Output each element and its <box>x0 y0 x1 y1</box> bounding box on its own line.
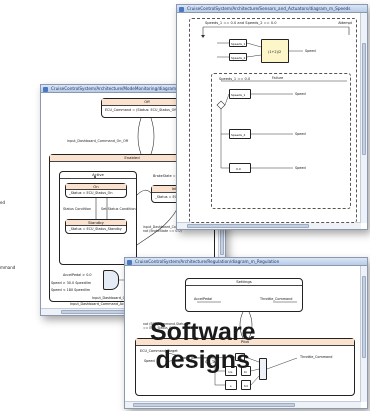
top-transition-label: Speeds_1 == 0.0 and Speeds_2 == 0.0 <box>205 21 277 25</box>
average-block-label: (1+2)/2 <box>268 50 282 54</box>
window-title: CruiseControlSystem/Architecture/Regulat… <box>135 259 280 264</box>
row-output: Speed <box>295 166 306 170</box>
row-output: Speed <box>295 92 306 96</box>
accel-input-label: AccelPedal <box>194 297 213 301</box>
window-titlebar[interactable]: CruiseControlSystem/Architecture/Sensors… <box>177 5 367 13</box>
speeds-sum-block-b: Speeds_2 <box>229 53 247 61</box>
brake-condition-label: BrakeState == 0.0 <box>153 174 185 178</box>
on-state[interactable]: On _Status = ECU_Status_On <box>65 183 127 198</box>
kp-gain-block: Kp <box>235 353 245 361</box>
speeds-sum-block-a: Speeds_1 <box>229 39 247 47</box>
caption-line-2: designs <box>155 346 250 374</box>
standby-state-header: Standby <box>66 220 126 226</box>
standby-state-body: _Status = ECU_Status_Standby <box>69 227 122 231</box>
failure-label: Failure <box>272 76 284 80</box>
attempt-label: Attempt <box>338 21 352 25</box>
window-app-icon <box>127 259 132 265</box>
throttle-command-label: Throttle_Command <box>300 355 333 359</box>
set-status-condition-label: Set Status Condition <box>101 207 136 211</box>
pilot-state-header: Pilot <box>136 339 354 346</box>
status-transition-label: not (ECU_Command.Status == ECU_Status_On… <box>143 322 187 330</box>
derivative-block: s <box>225 380 237 390</box>
on-state-body: _Status = ECU_Status_On <box>69 191 113 195</box>
block-label: Speeds_1 <box>231 42 246 46</box>
speeds-window[interactable]: CruiseControlSystem/Architecture/Sensors… <box>176 4 368 230</box>
signal-list-item: Input_Dashboard_Command_Accel <box>70 302 129 306</box>
active-state-header: Active <box>60 172 136 179</box>
kd-gain-block: Kd <box>241 380 251 390</box>
horizontal-scrollbar[interactable] <box>125 401 361 408</box>
gain-label: Kp <box>238 356 242 360</box>
scrollbar-thumb[interactable] <box>362 43 366 155</box>
status-condition-label: Status Condition <box>63 207 92 211</box>
window-titlebar[interactable]: CruiseControlSystem/Architecture/ModeMon… <box>41 85 225 93</box>
row-label: Speeds_2 <box>231 133 246 137</box>
ecu-target-label: ECU_Command.Target <box>140 349 178 353</box>
failure-row-3: 0.0 <box>229 163 251 173</box>
failure-transition-label: Speeds_1 == 0.0 <box>219 77 251 81</box>
signal-list-item: Input_Dashboard_Command_Sp <box>92 296 146 300</box>
integrator-label: 1/s <box>228 370 233 374</box>
window-app-icon <box>43 86 48 92</box>
window-app-icon <box>179 6 184 12</box>
enabled-state-header: Enabled <box>50 155 214 162</box>
settings-state-header: Settings <box>186 279 302 286</box>
regulation-window[interactable]: CruiseControlSystem/Architecture/Regulat… <box>124 257 368 409</box>
gain-label: Kd <box>244 384 248 388</box>
speed-condition-2: Speed < 180 Speedlim <box>51 288 90 292</box>
failure-row-2: Speeds_2 <box>229 129 251 139</box>
accel-condition: AccelPedal > 0.0 <box>63 273 92 277</box>
scrollbar-thumb[interactable] <box>187 224 309 228</box>
regulation-diagram-lines <box>164 301 298 386</box>
derivative-label: s <box>230 384 232 388</box>
speed-output-label: Speed <box>305 49 316 53</box>
integrator-block: 1/s <box>225 366 237 376</box>
sum-block <box>259 358 267 380</box>
vertical-scrollbar[interactable] <box>360 266 367 402</box>
off-state-body: ECU_Command = (Status: ECU_Status_Off; T… <box>105 108 199 112</box>
ki-gain-block: Ki <box>241 366 251 376</box>
average-block: (1+2)/2 <box>261 39 289 63</box>
left-fragment-1: ed <box>0 200 5 205</box>
block-label: Speeds_2 <box>231 56 246 60</box>
junction-block <box>103 270 119 290</box>
input-command-label: input_Dashboard_Command_On_Off <box>67 139 129 143</box>
row-label: 0.0 <box>236 167 241 171</box>
window-title: CruiseControlSystem/Architecture/Sensors… <box>187 6 351 11</box>
throttle-output-label: Throttle_Command <box>260 297 293 301</box>
row-output: Speed <box>295 132 306 136</box>
window-title: CruiseControlSystem/Architecture/ModeMon… <box>51 86 219 91</box>
speed-condition: Speed > 30.0 Speedlim <box>51 281 92 285</box>
window-titlebar[interactable]: CruiseControlSystem/Architecture/Regulat… <box>125 258 367 266</box>
caption-line-1: Software <box>150 318 256 346</box>
gain-label: Ki <box>244 370 247 374</box>
scrollbar-thumb[interactable] <box>362 276 366 358</box>
off-state-header: Off <box>102 99 192 106</box>
out-label: CIF_Tar <box>205 360 217 364</box>
vertical-scrollbar[interactable] <box>360 13 367 223</box>
failure-row-1: Speeds_1 <box>229 89 251 99</box>
speed-input-label: Speed <box>144 359 155 363</box>
settings-state[interactable]: Settings AccelPedal Throttle_Command <box>185 278 303 312</box>
standby-state[interactable]: Standby _Status = ECU_Status_Standby <box>65 219 127 234</box>
row-label: Speeds_1 <box>231 93 246 97</box>
left-fragment-2: mmand <box>0 265 16 270</box>
scrollbar-thumb[interactable] <box>133 403 295 407</box>
on-state-header: On <box>66 184 126 190</box>
speeds-diagram-lines <box>201 26 350 169</box>
